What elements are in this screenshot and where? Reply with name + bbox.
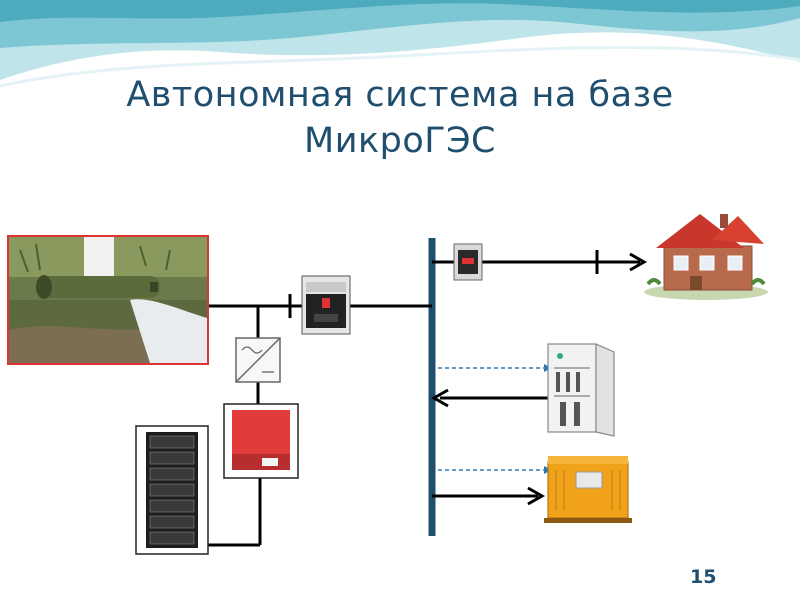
switch-cabinet-icon (547, 343, 615, 437)
page-number: 15 (690, 566, 717, 588)
header-waves (0, 0, 800, 88)
line-disconnectors (288, 250, 599, 318)
inverter-icon (223, 403, 299, 479)
house-icon (644, 214, 768, 300)
control-lines (438, 367, 544, 471)
feeder-breaker-icon (453, 243, 483, 281)
converter-icon (235, 337, 281, 383)
circuit-breaker-icon (301, 275, 351, 335)
slide-title: Автономная система на базе МикроГЭС (0, 72, 800, 164)
title-line-2: МикроГЭС (304, 121, 496, 161)
diesel-generator-icon (544, 456, 632, 523)
title-line-1: Автономная система на базе (126, 75, 674, 115)
arrowheads (430, 252, 648, 506)
hydro-turbine-photo-icon (7, 235, 209, 365)
battery-rack-icon (135, 425, 209, 555)
